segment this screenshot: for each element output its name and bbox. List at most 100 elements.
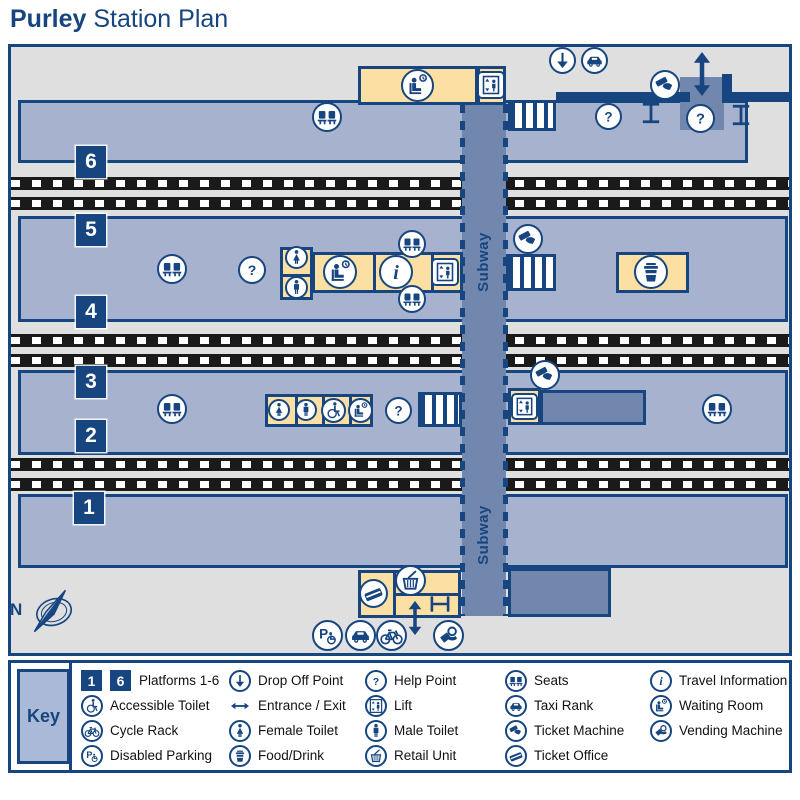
help-icon [238, 256, 266, 284]
travel-info-icon [379, 255, 413, 289]
platform-6-label: 6 [76, 146, 106, 178]
platform-2-label: 2 [76, 420, 106, 452]
key-item: Food/Drink [229, 743, 346, 768]
station-name: Purley [10, 5, 87, 33]
wall [556, 92, 690, 102]
ticket-office-icon [505, 744, 527, 767]
key-item-label: Female Toilet [258, 723, 339, 738]
ticket-machine-icon [530, 360, 560, 390]
railway-track [11, 334, 789, 347]
vending-icon [650, 719, 672, 742]
female-icon [284, 245, 308, 269]
key-title: Key [17, 669, 70, 764]
food-icon [229, 744, 251, 767]
seats-icon [312, 102, 342, 132]
key-item: Female Toilet [229, 718, 346, 743]
subway-label: Subway [475, 505, 492, 565]
lift-icon [477, 71, 505, 99]
page-title: Purley Station Plan [10, 5, 228, 34]
lift-icon [365, 694, 387, 717]
male-icon [284, 275, 308, 299]
taxi-icon [580, 46, 608, 74]
key-item: Waiting Room [650, 693, 787, 718]
retail-icon [365, 744, 387, 767]
waiting-icon [650, 694, 672, 717]
key-item: Vending Machine [650, 718, 787, 743]
railway-track [11, 478, 789, 491]
food-icon [634, 255, 668, 289]
railway-track [11, 177, 789, 190]
waiting-icon [347, 397, 373, 423]
entrance-v-icon [675, 47, 729, 101]
male-icon [365, 719, 387, 742]
key-item: Ticket Machine [505, 718, 624, 743]
help-icon [365, 669, 387, 692]
fence-icon [727, 101, 755, 129]
key-item: Ticket Office [505, 743, 624, 768]
female-icon [268, 399, 290, 421]
key-item-label: Food/Drink [258, 748, 325, 763]
key-item: Taxi Rank [505, 693, 624, 718]
platform-5-label: 5 [76, 214, 106, 246]
key-item: Disabled Parking [81, 743, 219, 768]
accessible-icon [320, 397, 346, 423]
key-item: Help Point [365, 668, 458, 693]
key-item: Travel Information [650, 668, 787, 693]
subway-dashed-edge [503, 104, 508, 616]
ticket-machine-icon [505, 719, 527, 742]
parking-icon [81, 744, 103, 767]
railway-track [11, 458, 789, 471]
waiting-icon [400, 68, 434, 102]
help-icon [594, 102, 622, 130]
key-item-label: Retail Unit [394, 748, 457, 763]
key-item-label: Platforms 1-6 [139, 673, 220, 688]
platform-1-badge: 1 [81, 670, 102, 691]
retail-icon [394, 564, 426, 596]
key-item: Drop Off Point [229, 668, 346, 693]
key-item-label: Male Toilet [394, 723, 459, 738]
platform-6-badge: 6 [110, 670, 131, 691]
male-icon [295, 399, 317, 421]
lift-icon [510, 392, 538, 420]
lift-icon [431, 258, 459, 286]
seats-icon [157, 254, 187, 284]
key-item-label: Entrance / Exit [258, 698, 346, 713]
vending-icon [432, 619, 464, 651]
key-item: Cycle Rack [81, 718, 219, 743]
female-icon [229, 719, 251, 742]
railway-track [11, 197, 789, 210]
key-item: Entrance / Exit [229, 693, 346, 718]
help-icon [685, 103, 715, 133]
platform-shelter [508, 568, 611, 617]
fence-icon [637, 99, 665, 127]
title-rest: Station Plan [86, 5, 229, 33]
key-item-label: Lift [394, 698, 413, 713]
key-item: Lift [365, 693, 458, 718]
key-item-label: Disabled Parking [110, 748, 213, 763]
seats-icon [157, 394, 187, 424]
key-item-label: Cycle Rack [110, 723, 179, 738]
fence-icon [427, 591, 453, 617]
key-item-label: Ticket Machine [534, 723, 625, 738]
key-item: Seats [505, 668, 624, 693]
cycle-icon [375, 619, 407, 651]
key-item-label: Ticket Office [534, 748, 609, 763]
taxi-icon [344, 619, 376, 651]
cycle-icon [81, 719, 103, 742]
platform-1 [18, 494, 788, 568]
drop-off-icon [229, 669, 251, 692]
ticket-machine-icon [513, 224, 543, 254]
key-item-label: Waiting Room [679, 698, 764, 713]
seats-icon [702, 394, 732, 424]
wall [373, 255, 376, 290]
stairs [508, 100, 556, 131]
north-label: N [10, 600, 23, 619]
waiting-icon [323, 255, 357, 289]
travel-info-icon [650, 669, 672, 692]
key-item-label: Drop Off Point [258, 673, 344, 688]
